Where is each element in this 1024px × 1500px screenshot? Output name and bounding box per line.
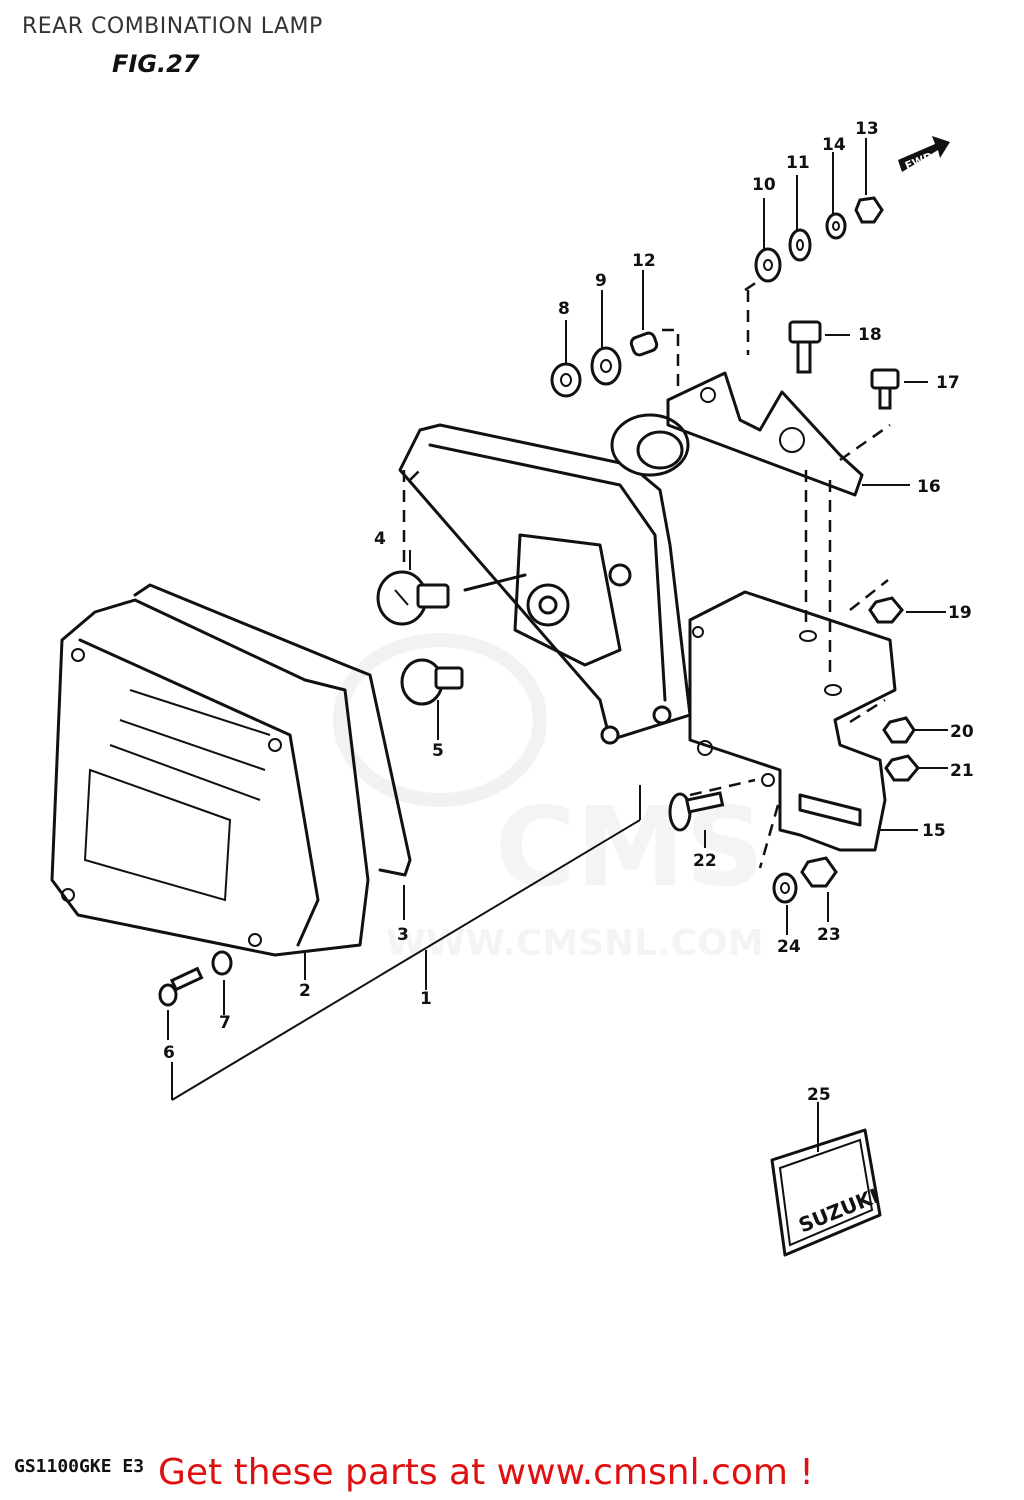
callout-12: 12 [632,251,656,271]
nut-21 [884,754,920,782]
callout-15: 15 [922,821,946,841]
callout-20: 20 [950,722,974,742]
callout-9: 9 [595,271,607,291]
figure-label: FIG.27 [112,50,200,78]
buy-parts-link[interactable]: Get these parts at www.cmsnl.com ! [158,1452,814,1493]
screw-6 [158,966,204,1007]
license-bracket [688,590,897,852]
callout-8: 8 [558,299,570,319]
callout-16: 16 [917,477,941,497]
washer-9 [590,346,622,386]
washer-11 [788,228,812,262]
callout-19: 19 [948,603,972,623]
washer-14 [825,212,847,240]
nut-23 [800,856,838,888]
callout-22: 22 [693,851,717,871]
callout-18: 18 [858,325,882,345]
forward-arrow-label: FWD [903,150,935,173]
callout-numbers: 1 2 3 4 5 6 7 8 9 10 11 12 13 14 15 16 1… [163,119,974,1105]
callout-23: 23 [817,925,841,945]
callout-21: 21 [950,761,974,781]
callout-24: 24 [777,937,801,957]
forward-arrow-icon: FWD [898,136,950,173]
model-code: GS1100GKE E3 [14,1456,145,1477]
nut-19 [868,596,904,624]
callout-14: 14 [822,135,846,155]
callout-7: 7 [219,1013,231,1033]
callout-4: 4 [374,529,386,549]
washer-7 [211,950,233,976]
watermark-logo: CMS WWW.CMSNL.COM [333,633,764,964]
callout-1: 1 [420,989,432,1009]
leader-lines [167,138,948,1152]
bulb-5 [400,658,464,706]
washer-8 [550,362,582,398]
washer-24 [772,872,798,904]
nut-20 [882,716,916,744]
lens-cover [50,598,370,957]
nut-13 [854,196,884,224]
lens-gasket [133,583,412,877]
callout-6: 6 [163,1043,175,1063]
bolt-18 [788,320,822,374]
washer-10 [754,247,782,283]
screw-22 [668,791,725,832]
callout-10: 10 [752,175,776,195]
watermark-brand: CMS [495,783,764,911]
callout-2: 2 [299,981,311,1001]
callout-11: 11 [786,153,810,173]
lamp-housing [398,413,692,745]
bulb-4 [376,570,450,626]
callout-13: 13 [855,119,879,139]
watermark-url: WWW.CMSNL.COM [386,923,764,964]
callout-3: 3 [397,925,409,945]
badge-text: SUZUKI [795,1184,882,1238]
suzuki-badge: SUZUKI [770,1128,882,1257]
callout-5: 5 [432,741,444,761]
callout-17: 17 [936,373,960,393]
page-title: REAR COMBINATION LAMP [22,14,323,39]
callout-25: 25 [807,1085,831,1105]
spacer-12 [629,331,659,357]
bolt-17 [870,368,900,410]
upper-bracket [666,371,864,497]
